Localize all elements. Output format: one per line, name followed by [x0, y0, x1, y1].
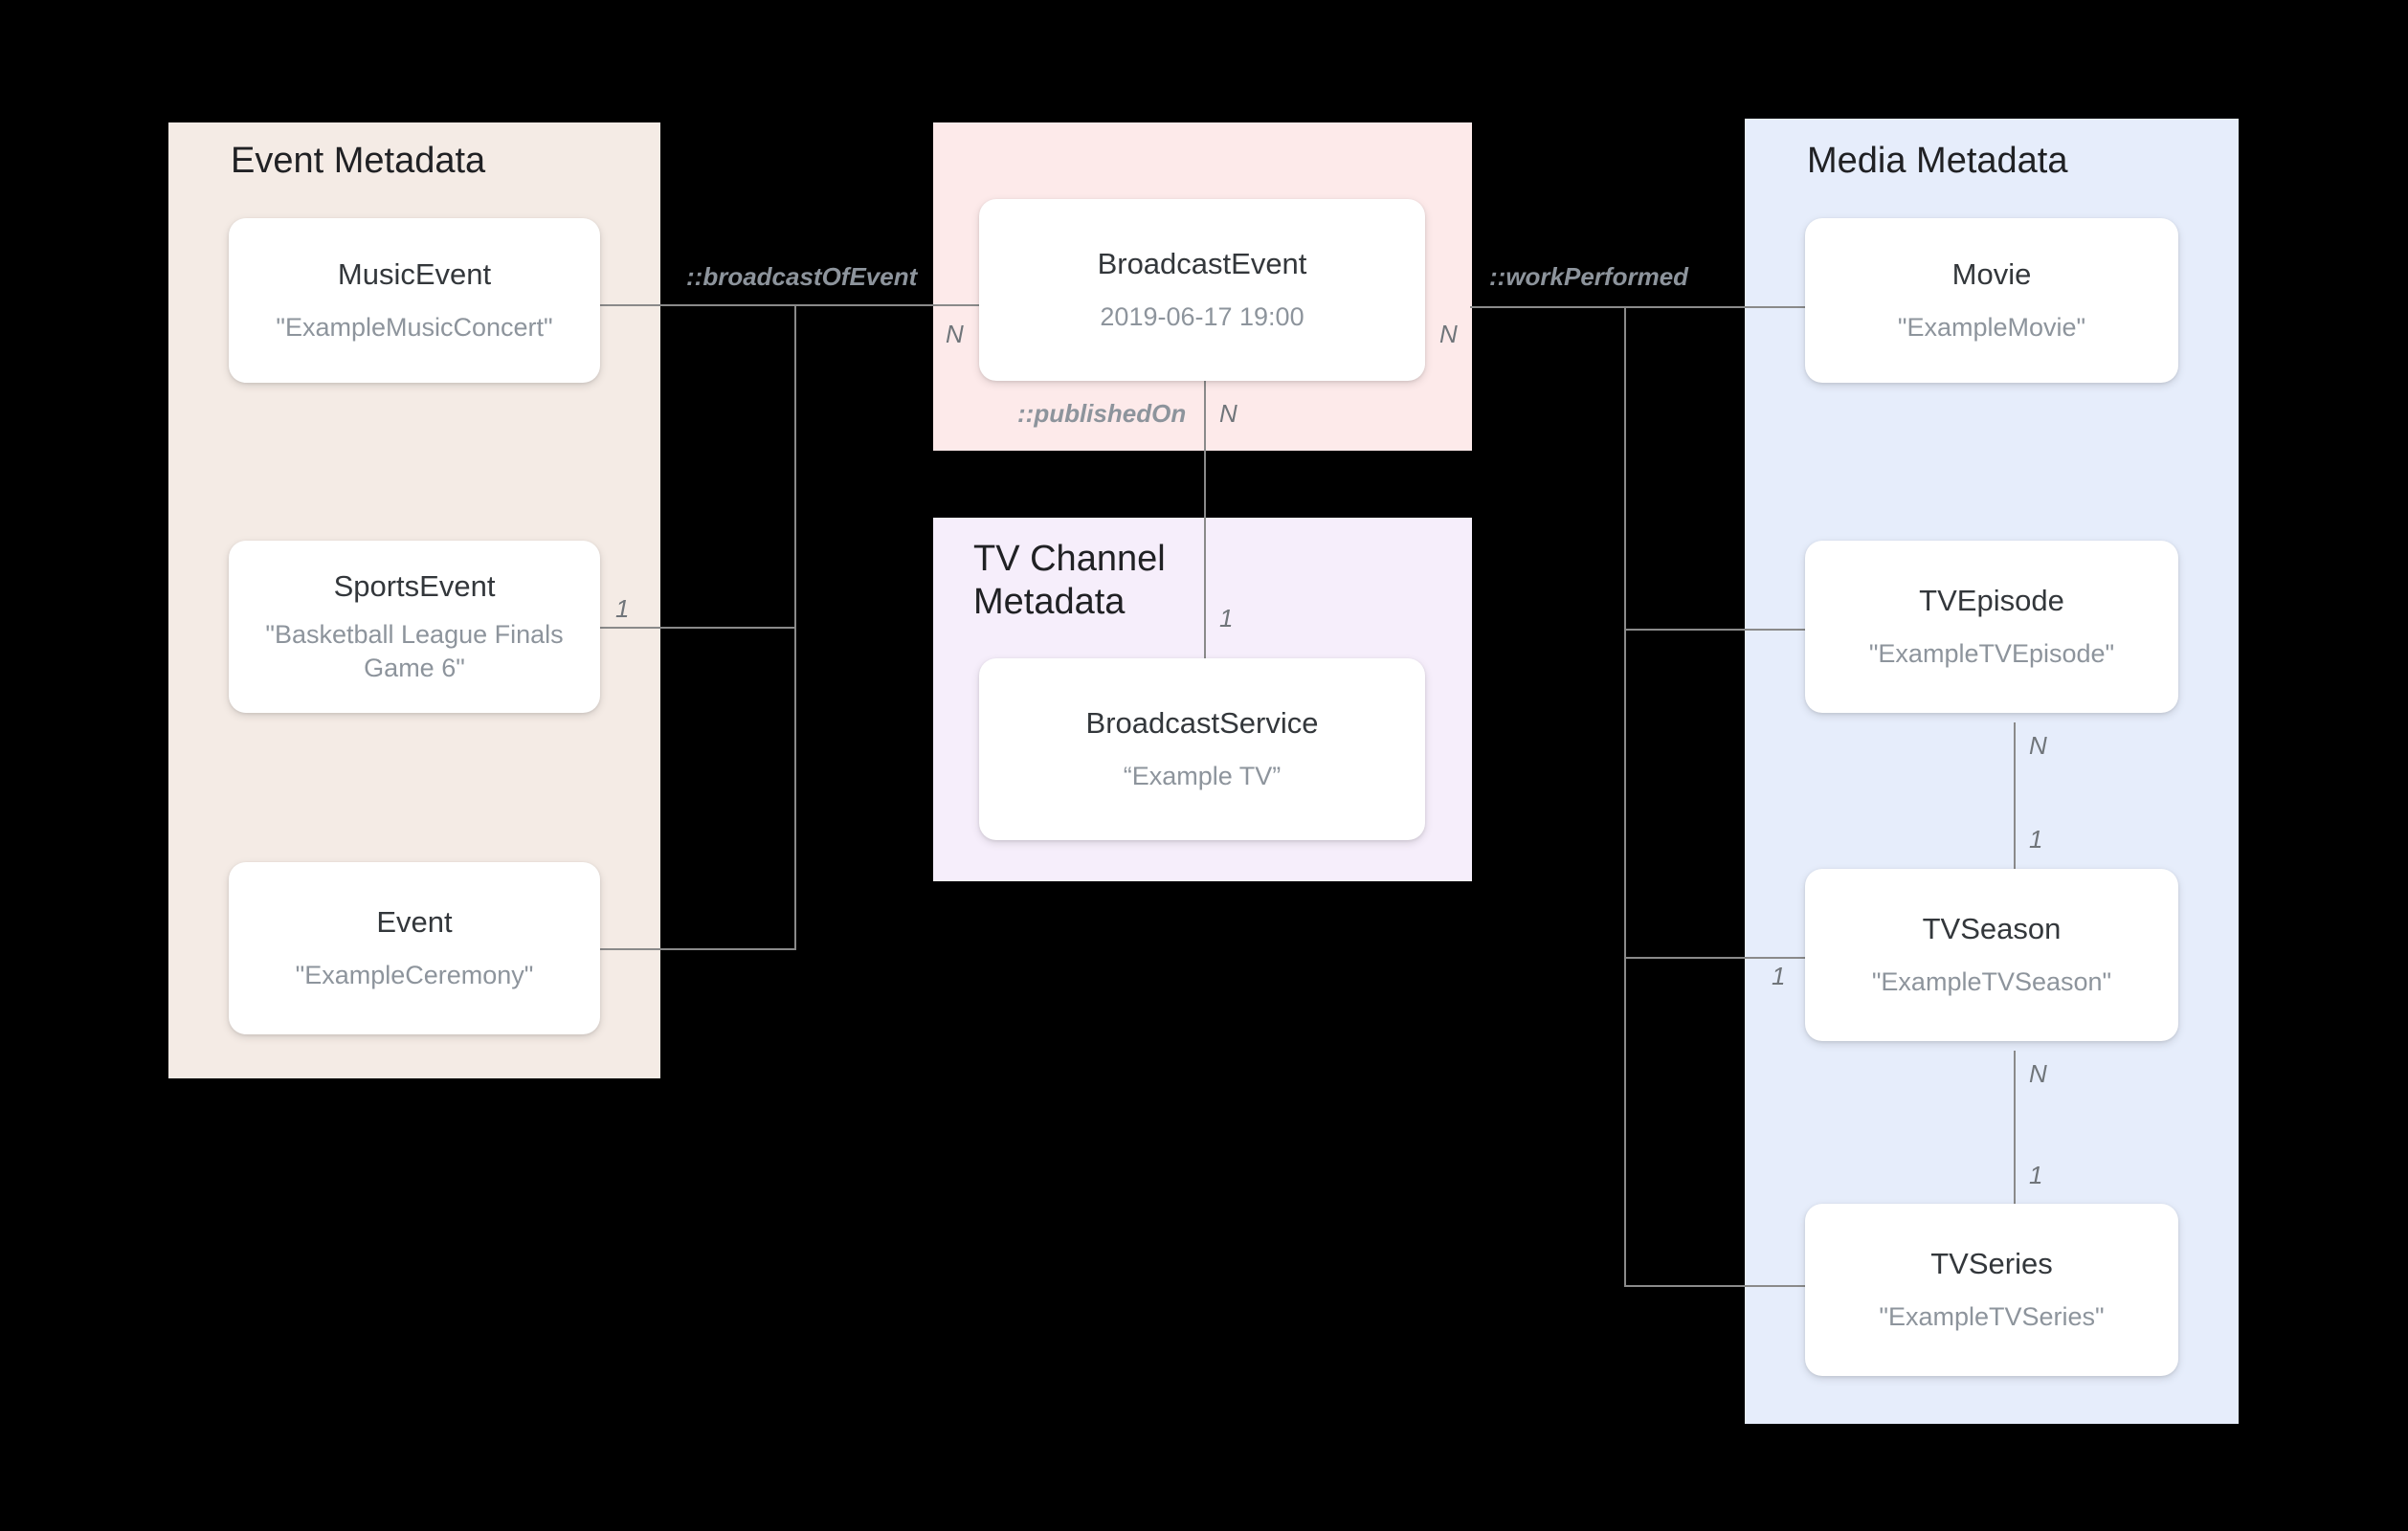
relationship-label-broadcast-of-event: ::broadcastOfEvent: [686, 262, 918, 291]
entity-type: TVSeason: [1922, 911, 2062, 945]
cardinality-season-series-one: 1: [2029, 1161, 2043, 1189]
group-event-metadata-title: Event Metadata: [231, 141, 486, 181]
edge-tv-episode-to-season: [2014, 722, 2016, 876]
entity-type: BroadcastEvent: [1097, 246, 1307, 280]
entity-value: "ExampleTVSeason": [1871, 967, 2112, 997]
cardinality-work-performed-n: N: [1439, 320, 1458, 348]
edge-sports-event-to-bus: [599, 627, 796, 629]
edge-bus-to-tv-season: [1624, 957, 1805, 959]
edge-event-to-bus: [599, 948, 796, 950]
cardinality-broadcast-of-event-n: N: [946, 320, 964, 348]
entity-value: “Example TV”: [1123, 762, 1282, 791]
entity-card-event[interactable]: Event "ExampleCeremony": [229, 862, 600, 1034]
entity-type: Movie: [1951, 256, 2032, 291]
entity-value: "Basketball League Finals Game 6": [265, 619, 564, 682]
entity-card-broadcast-event[interactable]: BroadcastEvent 2019-06-17 19:00: [979, 199, 1425, 381]
edge-broadcast-to-movie: [1470, 306, 1805, 308]
edge-bus-to-tv-series: [1624, 1285, 1805, 1287]
entity-card-sports-event[interactable]: SportsEvent "Basketball League Finals Ga…: [229, 541, 600, 713]
edge-published-on: [1204, 381, 1206, 658]
cardinality-episode-season-one: 1: [2029, 825, 2043, 854]
entity-card-movie[interactable]: Movie "ExampleMovie": [1805, 218, 2178, 383]
edge-tv-season-to-series: [2014, 1051, 2016, 1204]
entity-card-tv-series[interactable]: TVSeries "ExampleTVSeries": [1805, 1204, 2178, 1376]
relationship-label-work-performed: ::workPerformed: [1489, 262, 1689, 291]
entity-type: BroadcastService: [1085, 705, 1319, 740]
edge-music-event-to-broadcast: [599, 304, 982, 306]
cardinality-season-series-n: N: [2029, 1059, 2047, 1088]
entity-type: SportsEvent: [333, 569, 496, 604]
cardinality-episode-season-n: N: [2029, 731, 2047, 760]
entity-type: MusicEvent: [337, 256, 492, 291]
entity-value: "ExampleMusicConcert": [276, 313, 553, 343]
cardinality-published-on-one: 1: [1219, 604, 1234, 632]
group-tv-channel-metadata-title: TV Channel Metadata: [973, 539, 1166, 622]
entity-value: "ExampleCeremony": [295, 961, 534, 990]
edge-bus-to-tv-episode: [1624, 629, 1805, 631]
cardinality-broadcast-of-event-one: 1: [615, 594, 630, 623]
entity-value: 2019-06-17 19:00: [1100, 302, 1304, 332]
relationship-label-published-on: ::publishedOn: [1017, 399, 1187, 428]
cardinality-work-performed-one: 1: [1772, 962, 1786, 990]
entity-value: "ExampleMovie": [1897, 313, 2086, 343]
entity-type: Event: [376, 904, 453, 939]
entity-type: TVSeries: [1930, 1246, 2053, 1280]
cardinality-published-on-n: N: [1219, 399, 1237, 428]
entity-value: "ExampleTVSeries": [1879, 1302, 2105, 1332]
entity-card-music-event[interactable]: MusicEvent "ExampleMusicConcert": [229, 218, 600, 383]
entity-card-broadcast-service[interactable]: BroadcastService “Example TV”: [979, 658, 1425, 840]
group-media-metadata-title: Media Metadata: [1807, 141, 2068, 181]
entity-card-tv-season[interactable]: TVSeason "ExampleTVSeason": [1805, 869, 2178, 1041]
edge-right-bus: [1624, 306, 1626, 1287]
entity-card-tv-episode[interactable]: TVEpisode "ExampleTVEpisode": [1805, 541, 2178, 713]
entity-value: "ExampleTVEpisode": [1868, 639, 2115, 669]
entity-type: TVEpisode: [1919, 583, 2064, 617]
